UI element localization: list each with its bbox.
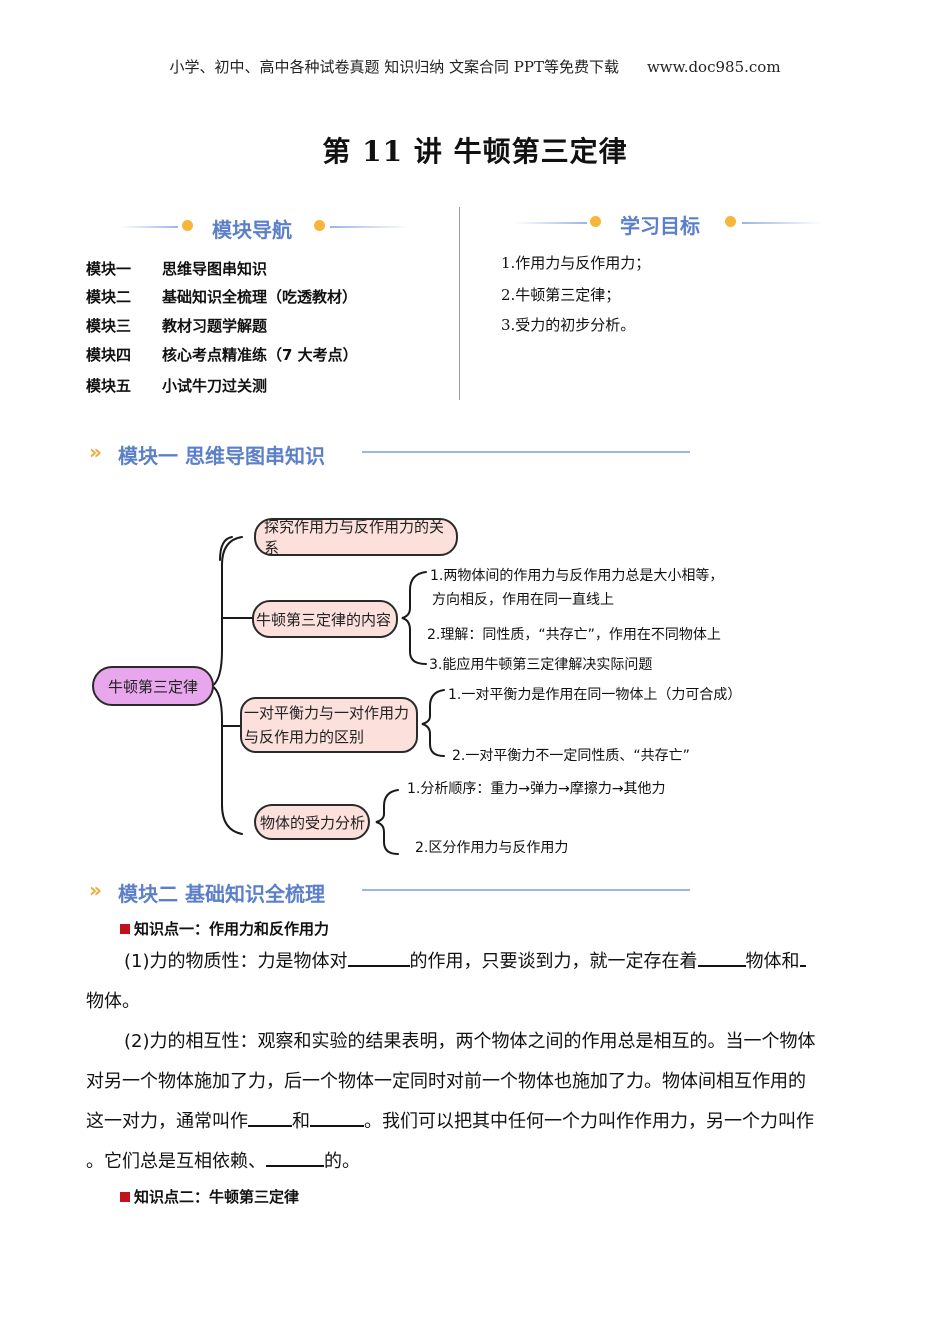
- mindmap-leaf-2-1b: 方向相反，作用在同一直线上: [432, 592, 614, 608]
- knowledge-point-1-marker: [120, 924, 130, 934]
- nav-heading-dot-right: [314, 220, 325, 231]
- knowledge-point-2: 知识点二：牛顿第三定律: [120, 1186, 299, 1207]
- paragraph-2: (2)力的相互性：观察和实验的结果表明，两个物体之间的作用总是相互的。当一个物体…: [86, 1031, 816, 1172]
- goals-heading-dot-left: [590, 216, 601, 227]
- mindmap-branch-3-label-line2: 与反作用力的区别: [244, 728, 365, 746]
- paragraph-1: (1)力的物质性：力是物体对的作用，只要谈到力，就一定存在着物体和 物体。: [86, 942, 870, 1022]
- fill-blank-1[interactable]: [347, 947, 410, 967]
- fill-blank-4[interactable]: [248, 1107, 292, 1127]
- nav-item-5[interactable]: 模块五小试牛刀过关测: [86, 377, 268, 395]
- mindmap-branch-1: 探究作用力与反作用力的关系: [254, 518, 458, 557]
- module1-title-line: [362, 451, 690, 453]
- fill-blank-2[interactable]: [697, 947, 746, 967]
- nav-item-2[interactable]: 模块二基础知识全梳理（吃透教材）: [86, 288, 358, 306]
- mindmap-leaf-2-2: 2.理解：同性质，“共存亡”，作用在不同物体上: [427, 627, 721, 643]
- mindmap-branch-2-label: 牛顿第三定律的内容: [256, 610, 392, 629]
- nav-heading-dot-left: [182, 220, 193, 231]
- nav-item-1[interactable]: 模块一思维导图串知识: [86, 260, 268, 278]
- goal-item-2: 2.牛顿第三定律；: [501, 286, 621, 304]
- mindmap-root-node: 牛顿第三定律: [92, 666, 214, 706]
- fill-blank-3[interactable]: [799, 947, 806, 967]
- nav-heading-right-line: [330, 226, 410, 228]
- module2-chevron-icon: »: [89, 878, 102, 902]
- goal-item-1: 1.作用力与反作用力；: [501, 254, 651, 272]
- page-header: 小学、初中、高中各种试卷真题 知识归纳 文案合同 PPT等免费下载 www.doc…: [0, 56, 950, 77]
- knowledge-point-2-marker: [120, 1192, 130, 1202]
- module2-title-line: [362, 889, 690, 891]
- page-title: 第 11 讲 牛顿第三定律: [322, 135, 628, 168]
- fill-blank-6[interactable]: [266, 1147, 324, 1167]
- goals-heading: 学习目标: [620, 214, 700, 238]
- module2-title: 模块二 基础知识全梳理: [118, 882, 325, 906]
- header-text: 小学、初中、高中各种试卷真题 知识归纳 文案合同 PPT等免费下载: [169, 58, 619, 76]
- goals-heading-left-line: [515, 222, 587, 224]
- mindmap-branch-3: 一对平衡力与一对作用力 与反作用力的区别: [240, 697, 418, 753]
- header-site: www.doc985.com: [646, 58, 781, 76]
- mindmap-leaf-4-1: 1.分析顺序：重力→弹力→摩擦力→其他力: [407, 781, 666, 797]
- mindmap-root-label: 牛顿第三定律: [107, 677, 198, 696]
- nav-item-3[interactable]: 模块三教材习题学解题: [86, 317, 268, 335]
- fill-blank-5[interactable]: [310, 1107, 364, 1127]
- mindmap-branch-2: 牛顿第三定律的内容: [252, 600, 398, 638]
- nav-heading: 模块导航: [212, 218, 292, 242]
- mindmap-leaf-3-2: 2.一对平衡力不一定同性质、“共存亡”: [452, 748, 690, 764]
- mindmap-leaf-4-2: 2.区分作用力与反作用力: [415, 840, 569, 856]
- column-divider: [459, 207, 460, 400]
- knowledge-point-1: 知识点一：作用力和反作用力: [120, 918, 329, 939]
- mindmap-leaf-2-3: 3.能应用牛顿第三定律解决实际问题: [429, 657, 653, 673]
- mindmap-branch-3-label-line1: 一对平衡力与一对作用力: [244, 704, 410, 722]
- nav-item-4[interactable]: 模块四核心考点精准练（7 大考点）: [86, 346, 358, 364]
- mindmap-leaf-2-1: 1.两物体间的作用力与反作用力总是大小相等，: [430, 568, 724, 584]
- mindmap-leaf-3-1: 1.一对平衡力是作用在同一物体上（力可合成）: [448, 687, 742, 703]
- goals-heading-right-line: [742, 222, 822, 224]
- goal-item-3: 3.受力的初步分析。: [501, 316, 636, 334]
- mindmap-branch-4-label: 物体的受力分析: [260, 813, 366, 832]
- goals-heading-dot-right: [725, 216, 736, 227]
- mindmap-branch-4: 物体的受力分析: [254, 804, 370, 840]
- nav-heading-left-line: [120, 226, 178, 228]
- mindmap-branch-1-label: 探究作用力与反作用力的关系: [264, 518, 445, 557]
- module1-title: 模块一 思维导图串知识: [118, 444, 325, 468]
